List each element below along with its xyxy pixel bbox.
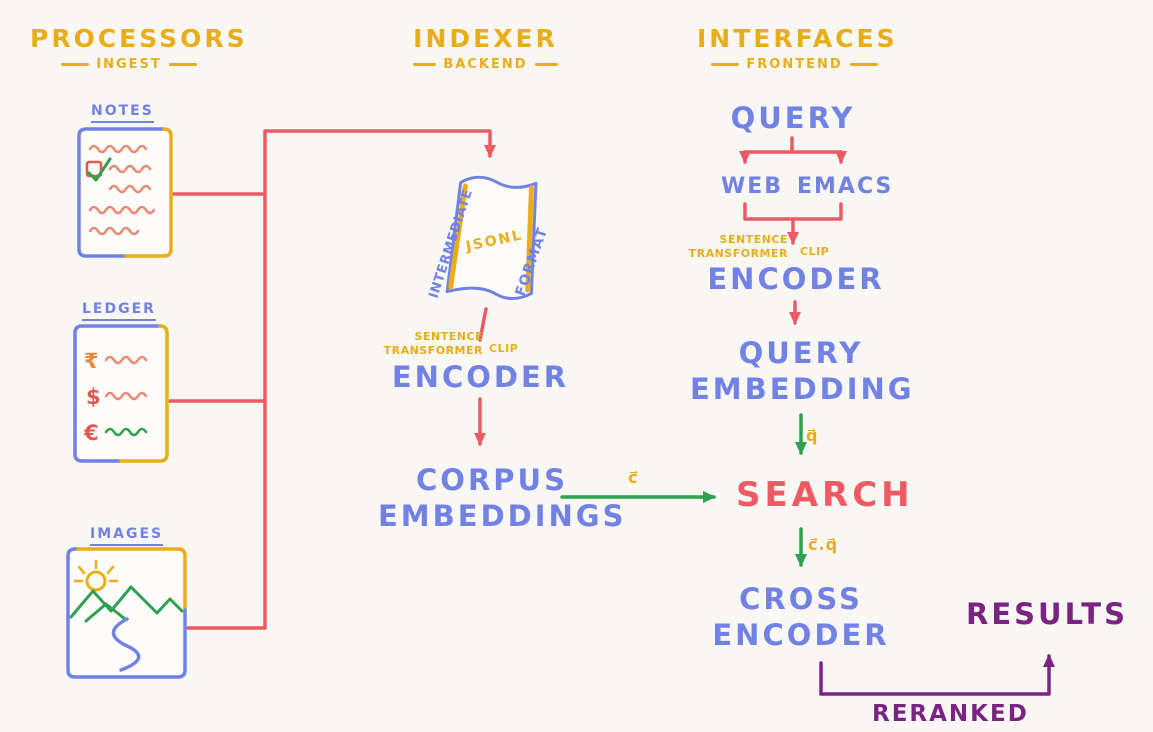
corpus-line2: EMBEDDINGS (378, 499, 627, 534)
subtitle-dash (413, 63, 437, 66)
reranked-label: RERANKED (872, 701, 1029, 727)
subtitle-dash (61, 63, 90, 66)
indexer-header: INDEXER BACKEND (413, 24, 558, 72)
interfaces-subtitle-text: FRONTEND (746, 57, 843, 72)
subtitle-dash (168, 63, 197, 66)
query-label: QUERY (730, 101, 856, 135)
notes-card-border-blue (77, 127, 166, 258)
notes-card-face (79, 129, 171, 256)
images-label: IMAGES (90, 526, 164, 546)
processors-subtitle: INGEST (30, 57, 228, 72)
notes-label: NOTES (91, 103, 154, 123)
query-embedding-line1: QUERY (738, 336, 864, 370)
query-vector-label: q⃗ (806, 426, 819, 445)
images-card-face (68, 549, 185, 677)
ledger-card: ₹ $ € (73, 324, 169, 463)
notes-checkmark-icon (87, 157, 112, 182)
notes-card (77, 127, 173, 258)
images-card-border-blue (66, 547, 187, 679)
query-embedding-label: QUERY EMBEDDING (690, 335, 912, 408)
scroll-body (445, 175, 538, 301)
images-card-border-yellow (73, 547, 187, 612)
indexer-title: INDEXER (413, 24, 558, 53)
interfaces-model-line2: TRANSFORMER (688, 246, 788, 260)
interfaces-title: INTERFACES (697, 24, 898, 53)
red-flow-arrows (168, 129, 847, 630)
dollar-symbol: $ (86, 385, 101, 409)
corpus-vector-label: c⃗ (628, 468, 639, 487)
mountains-icon (69, 585, 184, 619)
cross-encoder-to-results-arrow (819, 654, 1055, 696)
cross-encoder-line1: CROSS (739, 582, 863, 616)
scroll-right-edge (525, 185, 534, 293)
interfaces-model-line1: SENTENCE (719, 233, 788, 246)
indexer-clip-label: CLIP (489, 342, 519, 355)
scroll-left-edge (448, 183, 468, 290)
indexer-subtitle: BACKEND (413, 57, 558, 72)
results-label: RESULTS (966, 597, 1128, 631)
interfaces-encoder-label: ENCODER (707, 262, 885, 296)
indexer-encoder-label: ENCODER (391, 360, 570, 394)
sun-rays-icon (73, 559, 119, 583)
search-label: SEARCH (736, 475, 914, 515)
ledger-card-border-blue (73, 324, 162, 463)
ledger-scribble-1 (104, 355, 148, 365)
sun-icon (85, 570, 107, 592)
emacs-label: EMACS (797, 174, 894, 199)
cross-encoder-label: CROSS ENCODER (690, 581, 912, 654)
subtitle-dash (534, 63, 558, 66)
interfaces-subtitle: FRONTEND (697, 57, 892, 72)
interfaces-header: INTERFACES FRONTEND (697, 24, 898, 72)
ledger-card-face (75, 326, 167, 461)
indexer-model-line2: TRANSFORMER (383, 343, 483, 357)
rupee-symbol: ₹ (84, 349, 99, 373)
ledger-scribble-3 (104, 427, 148, 437)
images-card (66, 547, 187, 679)
notes-card-border-yellow (124, 127, 173, 258)
cross-encoder-line2: ENCODER (712, 618, 890, 653)
indexer-model-line1: SENTENCE (414, 330, 483, 343)
jsonl-scroll: INTERMEDIATE JSONL FORMAT (427, 175, 551, 301)
ingest-trunk-arrow (263, 129, 496, 630)
indexer-subtitle-text: BACKEND (443, 57, 528, 72)
subtitle-dash (849, 63, 878, 66)
dot-product-label: c⃗.q⃗ (808, 535, 839, 554)
interfaces-clip-label: CLIP (800, 245, 830, 258)
notes-scribble-lines (88, 144, 156, 236)
purple-flow-arrows (819, 654, 1055, 696)
web-label: WEB (721, 174, 784, 199)
ledger-card-border-yellow (119, 324, 169, 463)
ledger-label: LEDGER (82, 301, 156, 321)
processors-header: PROCESSORS INGEST (30, 24, 248, 72)
subtitle-dash (711, 63, 740, 66)
river-icon (111, 617, 141, 672)
query-embedding-line2: EMBEDDING (690, 372, 915, 407)
corpus-line1: CORPUS (416, 463, 568, 497)
corpus-embeddings-label: CORPUS EMBEDDINGS (378, 462, 627, 535)
green-flow-arrows (560, 413, 807, 567)
foothill-icon (84, 602, 127, 623)
scroll-to-encoder-connector (478, 307, 488, 342)
interfaces-model-label: SENTENCE TRANSFORMER (672, 233, 788, 261)
euro-symbol: € (83, 421, 99, 445)
ledger-scribble-2 (104, 391, 148, 401)
processors-title: PROCESSORS (30, 24, 248, 53)
processors-subtitle-text: INGEST (96, 57, 162, 72)
web-emacs-merge-bar (743, 202, 843, 221)
indexer-model-label: SENTENCE TRANSFORMER (378, 330, 483, 358)
